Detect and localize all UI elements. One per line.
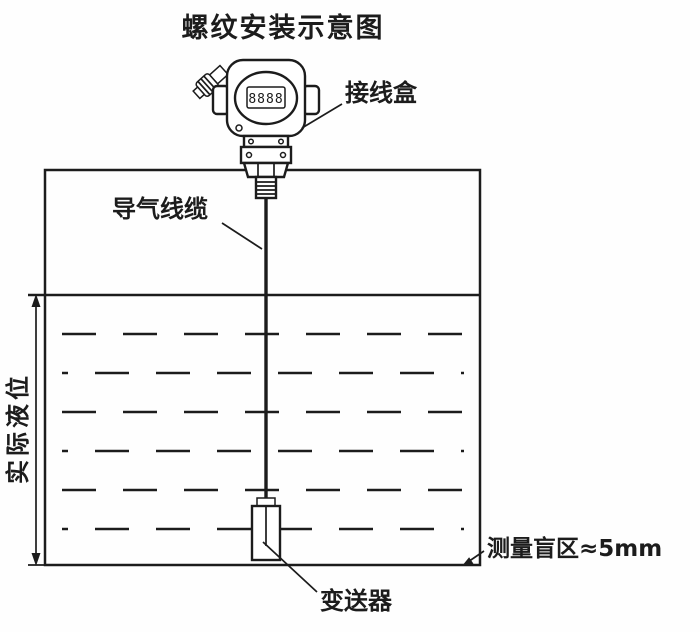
hex-nut [242,161,290,179]
air-cable-leader-line [221,222,263,250]
threaded-nipple [254,175,278,200]
air-cable-label: 导气线缆 [112,195,208,223]
head-screw [235,124,243,132]
transmitter-label: 变送器 [320,587,392,615]
display-window [246,86,286,109]
blind-zone-leader [462,550,485,566]
probe-body [250,497,282,562]
blind-zone-arrow [462,557,474,566]
actual-level-label: 实际液位 [3,372,32,484]
page-title: 螺纹安装示意图 [181,13,385,44]
transmitter-leader-line [262,541,318,593]
liquid-dash-lines [62,332,464,531]
dimension-arrow-down [31,553,41,566]
junction-box-leader-line [301,103,343,129]
blind-zone-label: 测量盲区≈5mm [487,536,663,562]
lcd-digits: 8888 [248,92,283,107]
dimension-arrow-up [31,294,41,307]
level-dimension-line [31,294,41,566]
junction-box-label: 接线盒 [345,79,417,107]
transmitter-head: 8888 [192,58,321,200]
